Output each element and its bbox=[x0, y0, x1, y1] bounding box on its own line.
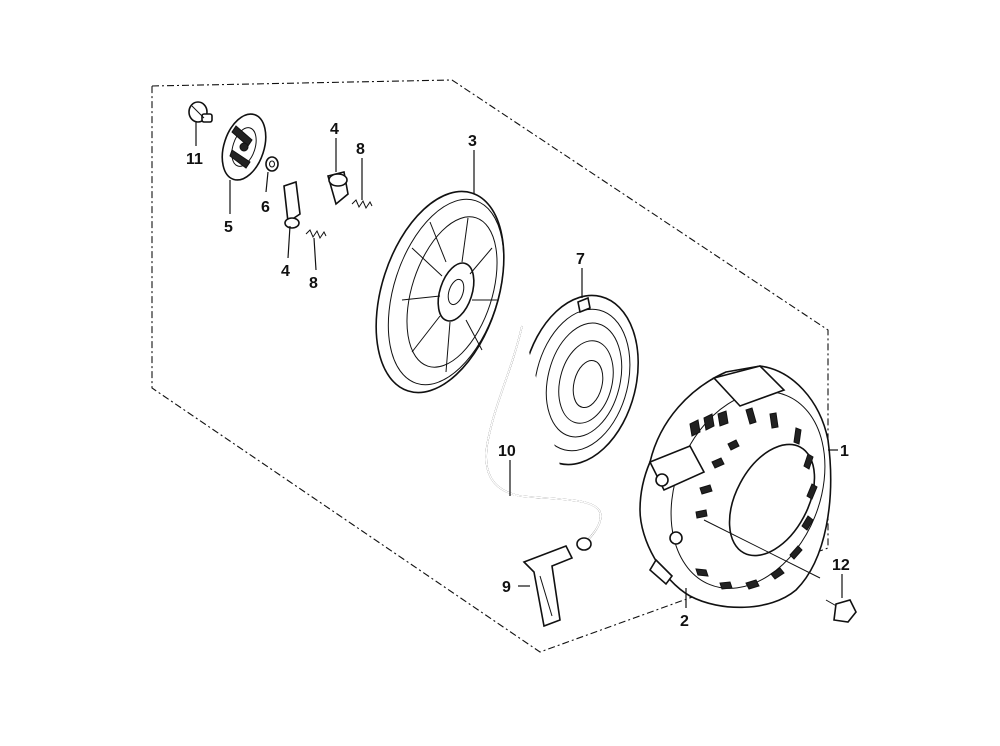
part-9-starter-grip bbox=[522, 544, 574, 628]
assembly-boundary bbox=[151, 79, 829, 653]
label-part-11: 11 bbox=[186, 151, 203, 168]
part-11-bolt bbox=[188, 101, 213, 123]
leader-lines bbox=[195, 122, 843, 608]
label-part-3: 3 bbox=[468, 133, 477, 150]
label-part-1: 1 bbox=[840, 443, 849, 460]
part-6-washer bbox=[265, 156, 279, 172]
label-part-10: 10 bbox=[498, 443, 516, 460]
label-part-4-upper: 4 bbox=[330, 121, 339, 138]
part-8-spring-upper bbox=[351, 199, 373, 210]
label-part-12: 12 bbox=[832, 557, 850, 574]
label-part-7: 7 bbox=[576, 251, 585, 268]
label-part-8-upper: 8 bbox=[356, 141, 365, 158]
part-8-spring-lower bbox=[305, 229, 327, 240]
label-part-6: 6 bbox=[261, 199, 270, 216]
part-10-starter-rope bbox=[485, 325, 602, 551]
part-1-recoil-case bbox=[639, 365, 832, 609]
label-part-8-lower: 8 bbox=[309, 275, 318, 292]
part-number-labels: 11 5 6 4 8 4 8 3 7 10 9 1 12 2 bbox=[186, 121, 850, 630]
part-12-flange-bolt bbox=[825, 599, 857, 623]
label-part-5: 5 bbox=[224, 219, 233, 236]
part-5-ratchet-plate bbox=[221, 113, 267, 181]
part-4-ratchet-pawl-lower bbox=[283, 180, 301, 229]
label-part-9: 9 bbox=[502, 579, 511, 596]
part-2-rope-guide bbox=[703, 519, 821, 579]
label-part-4-lower: 4 bbox=[281, 263, 290, 280]
label-part-2: 2 bbox=[680, 613, 689, 630]
part-4-ratchet-pawl-upper bbox=[327, 171, 349, 206]
part-3-pulley-reel bbox=[375, 190, 505, 394]
